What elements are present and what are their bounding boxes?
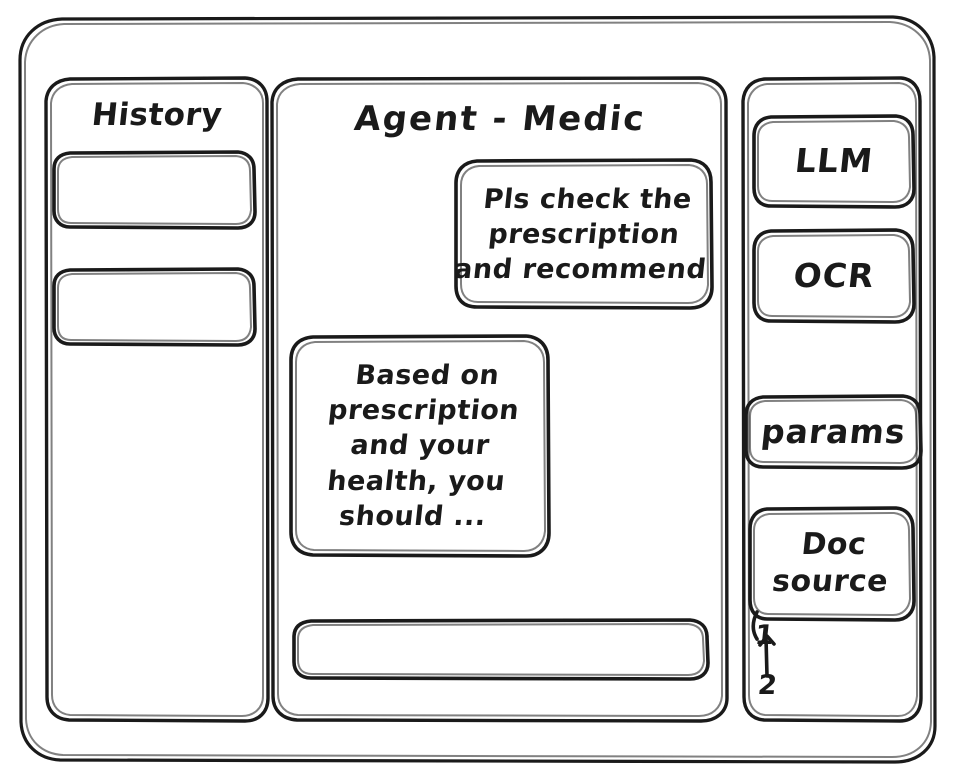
doc-source-list-item-1[interactable]: 1: [753, 620, 776, 651]
tool-ocr-label: OCR: [791, 255, 877, 295]
history-panel-title: History: [90, 97, 224, 133]
history-item-2-label: [50, 269, 259, 346]
doc-source-list-item-2[interactable]: 2: [756, 670, 779, 701]
tool-params-label: params: [759, 411, 908, 451]
tool-llm-label: LLM: [793, 141, 876, 181]
tool-doc-source-label: Doc source: [770, 527, 890, 599]
user-message-bubble: Pls check the prescription and recommend: [452, 183, 708, 286]
main-panel-title: Agent - Medic: [352, 99, 648, 139]
composer-input[interactable]: [294, 620, 708, 679]
history-item-1-label: [50, 152, 259, 229]
assistant-message-bubble: Based on prescription and your health, y…: [325, 360, 521, 532]
